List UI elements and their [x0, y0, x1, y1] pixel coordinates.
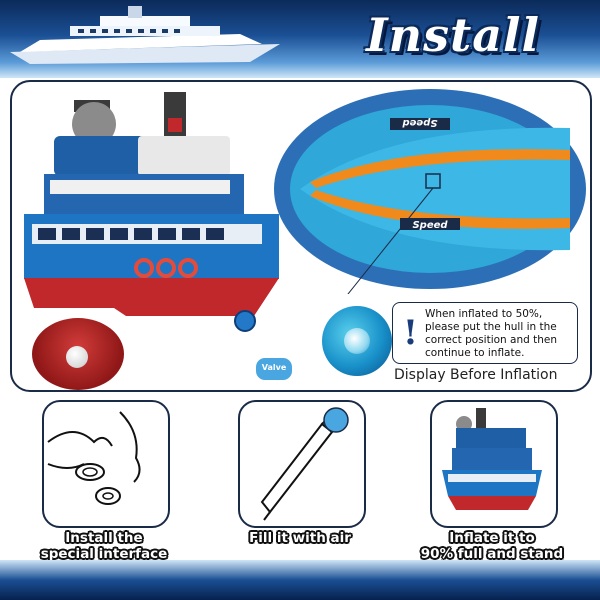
page-title: Install — [366, 8, 540, 62]
hull-speed-text-bottom: Speed — [412, 220, 448, 231]
step-3-label-line2: 90% full and stand — [420, 546, 564, 562]
step-1-label: Install the special interface — [14, 530, 194, 562]
valve-closeup — [32, 318, 124, 390]
hull-balloon-image: Speed Speed — [274, 89, 586, 294]
hand-valve-icon — [47, 411, 141, 505]
display-caption: Display Before Inflation — [394, 367, 558, 383]
step-2-label-line1: Fill it with air — [249, 530, 351, 546]
hull-valve-icon — [344, 328, 370, 354]
header-banner: Install — [0, 0, 600, 78]
step-inflate-stand — [430, 400, 558, 528]
valve-nub-icon — [66, 346, 88, 368]
footer-banner — [0, 560, 600, 600]
inflation-note: ! When inflated to 50%, please put the h… — [392, 302, 578, 364]
hull-speed-text-top: Speed — [402, 117, 438, 128]
step-3-label: Inflate it to 90% full and stand — [402, 530, 582, 562]
note-text: When inflated to 50%, please put the hul… — [425, 308, 558, 359]
step-2-label: Fill it with air — [210, 530, 390, 546]
hull-valve-closeup — [322, 306, 392, 376]
valve-location-marker — [234, 310, 256, 332]
valve-label: Valve — [254, 356, 294, 382]
step-3-label-line1: Inflate it to — [449, 530, 535, 546]
exclamation-icon: ! — [403, 313, 418, 353]
cruise-ship-image — [10, 6, 280, 64]
inflated-ship-icon — [442, 408, 542, 510]
step-1-label-line1: Install the — [65, 530, 143, 546]
step-1-label-line2: special interface — [40, 546, 168, 562]
step-fill-air — [238, 400, 366, 528]
air-pump-icon — [260, 407, 349, 521]
ship-balloon-image — [24, 92, 279, 316]
step-install-interface — [42, 400, 170, 528]
